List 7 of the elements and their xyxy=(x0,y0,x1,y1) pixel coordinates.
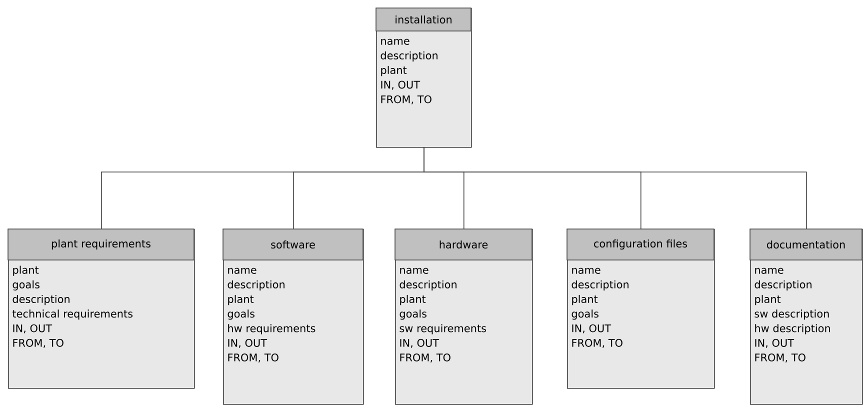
class-box: plant requirements plant goals description technical requirements IN, OUT FROM, TO xyxy=(8,228,195,389)
connector-line xyxy=(424,147,807,230)
class-box: installation name description plant IN, OUT FROM, TO xyxy=(376,8,472,148)
class-box: documentation name description plant sw description hw description IN, OUT FROM, TO xyxy=(750,228,863,405)
class-box: configuration files name description plant goals IN, OUT FROM, TO xyxy=(566,228,715,389)
class-box: software name description plant goals hw requirements IN, OUT FROM, TO xyxy=(222,228,364,405)
class-box: hardware name description plant goals sw requirements IN, OUT FROM, TO xyxy=(394,228,533,405)
